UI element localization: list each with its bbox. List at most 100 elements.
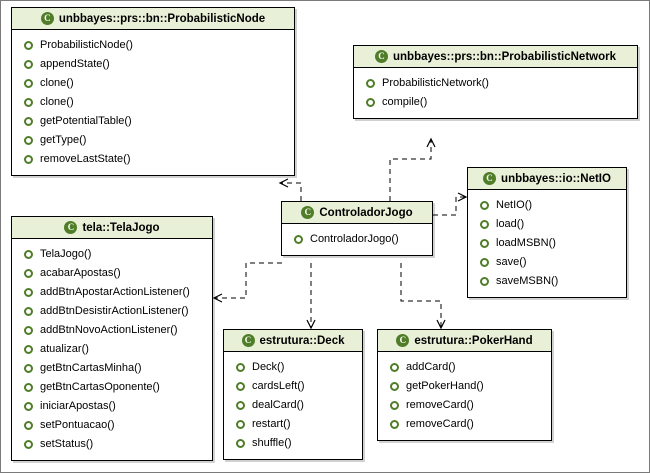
class-box-estrutura-pokerhand[interactable]: C estrutura::PokerHand addCard() getPoke… — [377, 329, 552, 441]
class-header: C unbbayes::prs::bn::ProbabilisticNode — [12, 8, 294, 30]
class-member[interactable]: removeCard() — [378, 396, 551, 415]
method-icon — [480, 258, 489, 267]
class-member[interactable]: saveMSBN() — [468, 272, 626, 291]
class-icon: C — [301, 206, 315, 219]
member-label: TelaJogo() — [40, 248, 92, 260]
member-label: saveMSBN() — [496, 275, 559, 287]
member-label: removeCard() — [406, 399, 474, 411]
class-member[interactable]: restart() — [224, 415, 362, 434]
member-label: addBtnApostarActionListener() — [40, 286, 190, 298]
member-label: addBtnNovoActionListener() — [40, 324, 178, 336]
method-icon — [24, 79, 33, 88]
edge-controlador-to-probabilisticnode — [278, 178, 302, 201]
class-member[interactable]: save() — [468, 253, 626, 272]
class-member[interactable]: addBtnNovoActionListener() — [12, 321, 212, 340]
member-label: addCard() — [406, 361, 456, 373]
class-member[interactable]: addCard() — [378, 358, 551, 377]
class-member[interactable]: ControladorJogo() — [282, 230, 432, 249]
class-title: unbbayes::prs::bn::ProbabilisticNode — [58, 12, 266, 25]
member-label: removeLastState() — [40, 153, 131, 165]
class-member[interactable]: ProbabilisticNetwork() — [354, 74, 637, 93]
method-icon — [24, 250, 33, 259]
edge-controlador-to-netio — [433, 192, 468, 216]
class-member[interactable]: loadMSBN() — [468, 234, 626, 253]
method-icon — [294, 235, 303, 244]
class-member[interactable]: getType() — [12, 131, 294, 150]
method-icon — [236, 420, 245, 429]
method-icon — [236, 401, 245, 410]
class-box-tela-telajogo[interactable]: C tela::TelaJogo TelaJogo() acabarAposta… — [11, 216, 213, 461]
member-label: Deck() — [252, 361, 285, 373]
class-member[interactable]: getPokerHand() — [378, 377, 551, 396]
class-member[interactable]: setStatus() — [12, 435, 212, 454]
member-label: clone() — [40, 96, 74, 108]
class-member[interactable]: Deck() — [224, 358, 362, 377]
class-header: C ControladorJogo — [282, 202, 432, 224]
class-members: ControladorJogo() — [282, 224, 432, 255]
method-icon — [390, 420, 399, 429]
class-member[interactable]: atualizar() — [12, 340, 212, 359]
class-box-probabilistic-node[interactable]: C unbbayes::prs::bn::ProbabilisticNode P… — [11, 7, 295, 176]
class-box-netio[interactable]: C unbbayes::io::NetIO NetIO() load() loa… — [467, 167, 627, 298]
class-member[interactable]: addBtnApostarActionListener() — [12, 283, 212, 302]
class-member[interactable]: ProbabilisticNode() — [12, 36, 294, 55]
class-member[interactable]: getBtnCartasOponente() — [12, 378, 212, 397]
class-member[interactable]: acabarApostas() — [12, 264, 212, 283]
member-label: removeCard() — [406, 418, 474, 430]
member-label: save() — [496, 256, 527, 268]
method-icon — [24, 288, 33, 297]
class-member[interactable]: shuffle() — [224, 434, 362, 453]
class-member[interactable]: getBtnCartasMinha() — [12, 359, 212, 378]
class-member[interactable]: dealCard() — [224, 396, 362, 415]
member-label: ProbabilisticNode() — [40, 39, 133, 51]
class-box-controlador-jogo[interactable]: C ControladorJogo ControladorJogo() — [281, 201, 433, 256]
class-member[interactable]: NetIO() — [468, 196, 626, 215]
class-member[interactable]: removeCard() — [378, 415, 551, 434]
class-members: ProbabilisticNode() appendState() clone(… — [12, 30, 294, 175]
class-member[interactable]: getPotentialTable() — [12, 112, 294, 131]
class-member[interactable]: compile() — [354, 93, 637, 112]
member-label: getPotentialTable() — [40, 115, 132, 127]
class-members: NetIO() load() loadMSBN() save() saveMSB… — [468, 190, 626, 297]
member-label: dealCard() — [252, 399, 304, 411]
class-members: TelaJogo() acabarApostas() addBtnApostar… — [12, 239, 212, 460]
class-member[interactable]: TelaJogo() — [12, 245, 212, 264]
class-member[interactable]: clone() — [12, 74, 294, 93]
edge-controlador-to-pokerhand — [400, 263, 446, 330]
class-member[interactable]: cardsLeft() — [224, 377, 362, 396]
member-label: loadMSBN() — [496, 237, 556, 249]
method-icon — [24, 364, 33, 373]
method-icon — [24, 402, 33, 411]
class-member[interactable]: clone() — [12, 93, 294, 112]
class-box-probabilistic-network[interactable]: C unbbayes::prs::bn::ProbabilisticNetwor… — [353, 45, 638, 119]
method-icon — [24, 41, 33, 50]
class-header: C estrutura::Deck — [224, 330, 362, 352]
class-box-estrutura-deck[interactable]: C estrutura::Deck Deck() cardsLeft() dea… — [223, 329, 363, 460]
method-icon — [24, 345, 33, 354]
method-icon — [480, 277, 489, 286]
method-icon — [24, 117, 33, 126]
class-icon: C — [241, 334, 255, 347]
class-header: C unbbayes::io::NetIO — [468, 168, 626, 190]
class-member[interactable]: setPontuacao() — [12, 416, 212, 435]
class-title: estrutura::PokerHand — [414, 334, 533, 347]
method-icon — [24, 136, 33, 145]
class-member[interactable]: iniciarApostas() — [12, 397, 212, 416]
edge-controlador-to-telajogo — [212, 262, 282, 303]
method-icon — [24, 440, 33, 449]
method-icon — [24, 155, 33, 164]
class-title: unbbayes::prs::bn::ProbabilisticNetwork — [393, 50, 616, 63]
class-member[interactable]: removeLastState() — [12, 150, 294, 169]
member-label: appendState() — [40, 58, 110, 70]
class-member[interactable]: addBtnDesistirActionListener() — [12, 302, 212, 321]
method-icon — [236, 382, 245, 391]
member-label: NetIO() — [496, 199, 533, 211]
class-member[interactable]: load() — [468, 215, 626, 234]
method-icon — [366, 79, 375, 88]
class-icon: C — [483, 172, 497, 185]
member-label: atualizar() — [40, 343, 89, 355]
member-label: acabarApostas() — [40, 267, 121, 279]
method-icon — [236, 363, 245, 372]
class-member[interactable]: appendState() — [12, 55, 294, 74]
method-icon — [24, 326, 33, 335]
